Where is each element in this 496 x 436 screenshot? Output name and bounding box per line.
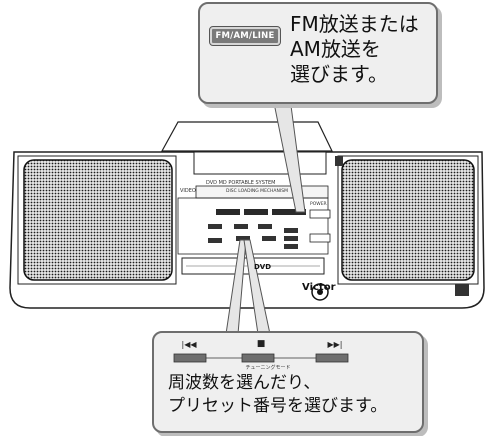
tuning-callout-text: 周波数を選んだり、 プリセット番号を選びます。 (168, 373, 388, 416)
stop-icon[interactable]: ■ (256, 339, 266, 349)
device-brand: Victor (302, 282, 336, 293)
fm-am-callout-text: FM放送または AM放送を 選びます。 (290, 12, 419, 86)
fm-am-line-button[interactable]: FM/AM/LINE (209, 26, 281, 46)
device-top-label: DVD MD PORTABLE SYSTEM (206, 180, 276, 186)
left-speaker-grille (23, 159, 173, 281)
dvd-logo: DVD (254, 263, 272, 271)
tuning-buttons-diagram (173, 353, 349, 363)
prev-icon[interactable]: |◀◀ (181, 340, 197, 349)
fm-am-callout (198, 2, 438, 104)
next-icon[interactable]: ▶▶| (327, 340, 343, 349)
device-power-label: POWER (310, 202, 327, 207)
next-button-shape (315, 353, 349, 363)
prev-button-shape (173, 353, 207, 363)
stop-button-shape (241, 353, 275, 363)
device-left-label: VIDEO (180, 188, 196, 194)
device-slot-label: DISC LOADING MECHANISM (226, 189, 288, 194)
tuning-callout (152, 331, 424, 433)
right-speaker-grille (341, 159, 475, 281)
tuning-mode-label: チューニングモード (245, 365, 291, 371)
